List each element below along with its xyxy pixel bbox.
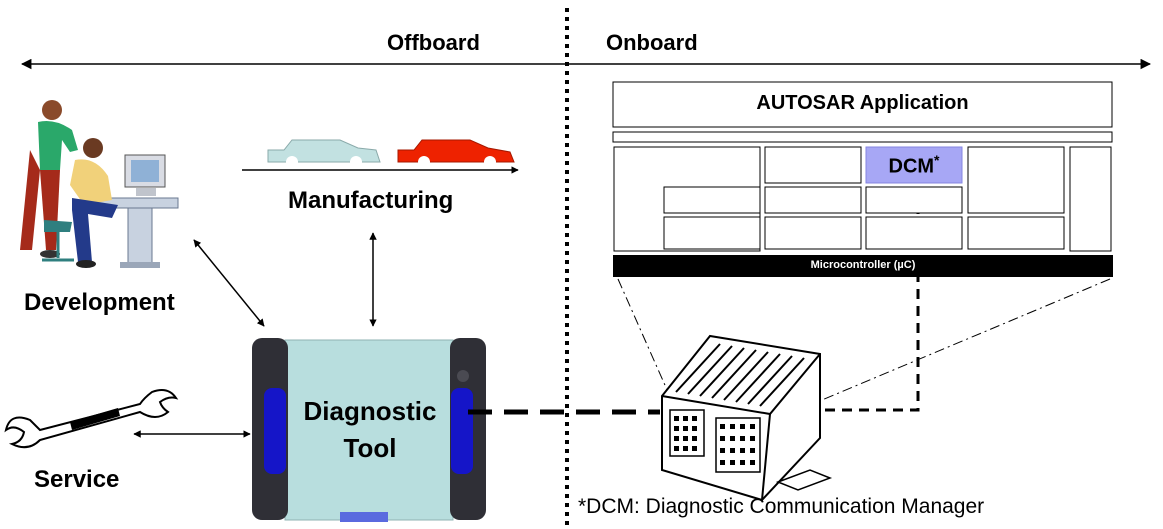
footnote: *DCM: Diagnostic Communication Manager bbox=[578, 495, 985, 518]
tool-label-line1: Diagnostic bbox=[303, 396, 437, 426]
ecu-device bbox=[661, 334, 833, 502]
service-label: Service bbox=[34, 466, 120, 493]
rte-layer bbox=[612, 131, 1113, 143]
zoom-line-right bbox=[821, 278, 1111, 401]
dcm-label: DCM bbox=[888, 155, 935, 178]
onboard-label: Onboard bbox=[606, 30, 698, 55]
development-people-icon bbox=[20, 100, 179, 268]
development-tool-arrow bbox=[193, 239, 265, 327]
dcm-label-group: DCM* bbox=[866, 152, 962, 179]
autosar-application-box bbox=[612, 81, 1113, 128]
basic-software-layer bbox=[613, 146, 1112, 252]
dcm-module bbox=[865, 146, 963, 184]
offboard-label: Offboard bbox=[387, 30, 480, 55]
tool-label-line2: Tool bbox=[343, 433, 397, 463]
car-red-icon bbox=[397, 139, 515, 168]
diagnostic-tool-device bbox=[252, 338, 486, 522]
dcm-marker: * bbox=[934, 152, 940, 168]
autosar-application-label: AUTOSAR Application bbox=[756, 92, 969, 114]
development-label: Development bbox=[24, 289, 175, 316]
manufacturing-label: Manufacturing bbox=[288, 187, 454, 214]
microcontroller-label: Microcontroller (µC) bbox=[810, 259, 916, 271]
car-light-icon bbox=[267, 139, 381, 168]
zoom-line-left bbox=[617, 278, 669, 393]
wrench-icon bbox=[4, 389, 179, 449]
microcontroller-bar bbox=[613, 255, 1113, 277]
